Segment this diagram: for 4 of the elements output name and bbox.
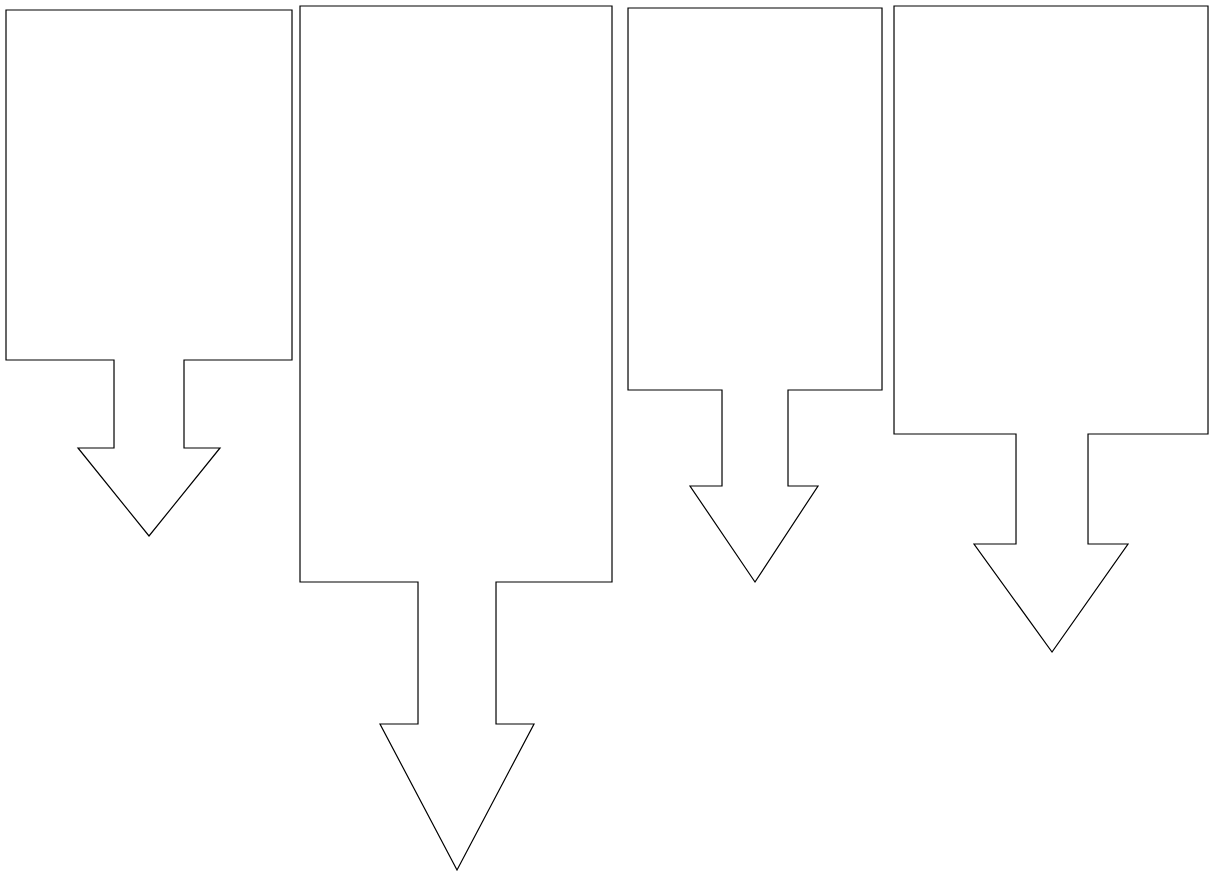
callout-arrow xyxy=(893,5,1209,654)
callout-arrow xyxy=(299,5,613,872)
callout-arrow xyxy=(627,7,883,584)
callout-arrow xyxy=(5,9,293,537)
